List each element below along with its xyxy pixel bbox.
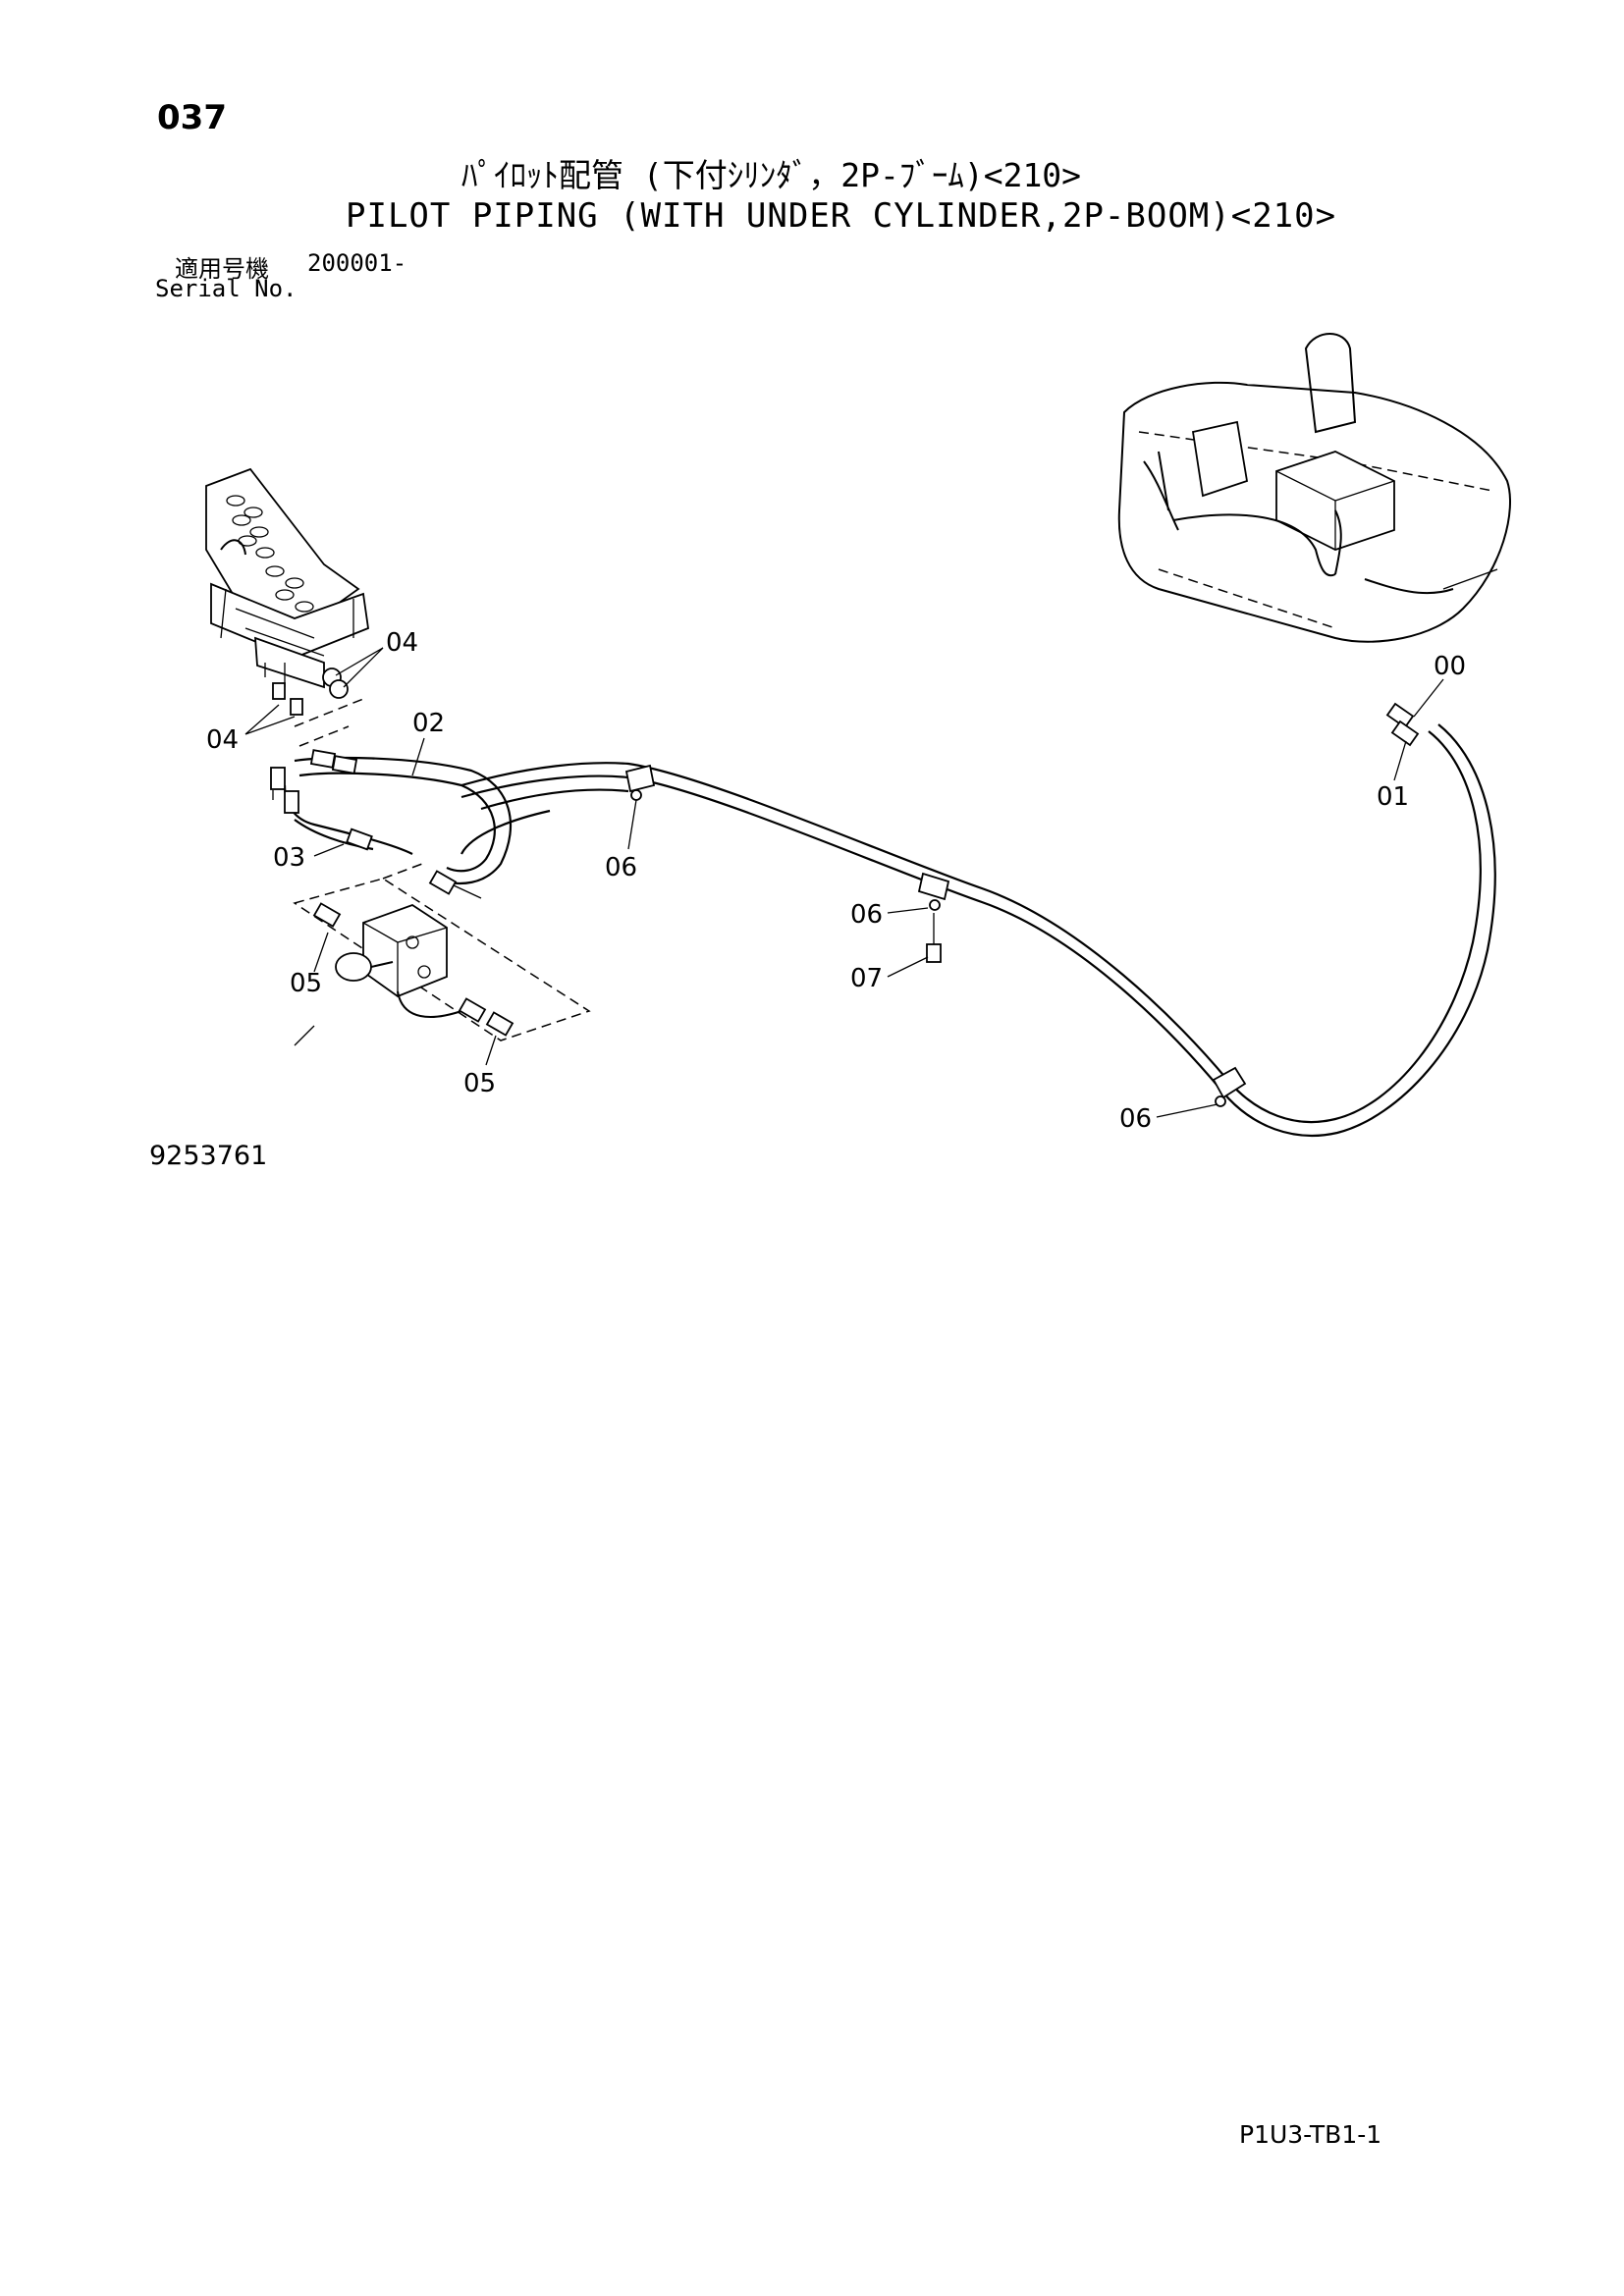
machine-overview-inset	[1117, 333, 1511, 643]
figure-number: 9253761	[149, 1141, 268, 1171]
callout-leaders-04	[244, 647, 384, 735]
callout-05-bottom: 05	[463, 1069, 496, 1098]
callout-06-third: 06	[1119, 1104, 1152, 1134]
callout-06-first: 06	[605, 853, 637, 882]
pressure-switch-block	[293, 863, 591, 1046]
callout-04-lower: 04	[206, 725, 239, 755]
page-title-english: PILOT PIPING (WITH UNDER CYLINDER,2P-BOO…	[346, 196, 1337, 236]
callout-02: 02	[412, 709, 445, 738]
pilot-pipe-run	[460, 723, 1496, 1137]
pedal-valve-assembly	[205, 467, 369, 689]
bolt-07	[926, 913, 942, 963]
callout-03: 03	[273, 843, 305, 873]
serial-label-japanese: 適用号機	[175, 255, 269, 283]
callout-01: 01	[1377, 782, 1409, 812]
page-number: 037	[157, 98, 227, 137]
page-code: P1U3-TB1-1	[1239, 2120, 1382, 2149]
clamps-06	[624, 764, 1247, 1107]
callout-04-upper: 04	[386, 628, 418, 658]
fittings-04	[272, 667, 364, 747]
page-title-japanese: ﾊﾟｲﾛｯﾄ配管 (下付ｼﾘﾝﾀﾞ，2P-ﾌﾞｰﾑ)<210>	[461, 156, 1082, 194]
hose-ends-00-01	[1385, 702, 1420, 747]
callout-07: 07	[850, 964, 883, 993]
callout-05-left: 05	[290, 969, 322, 998]
serial-label-english: Serial No.	[155, 275, 298, 302]
serial-number-value: 200001-	[307, 249, 407, 277]
callout-06-second: 06	[850, 900, 883, 930]
hose-bundle-left	[270, 749, 513, 885]
callout-00: 00	[1434, 652, 1466, 681]
callout-leader-lines	[313, 678, 1444, 1118]
